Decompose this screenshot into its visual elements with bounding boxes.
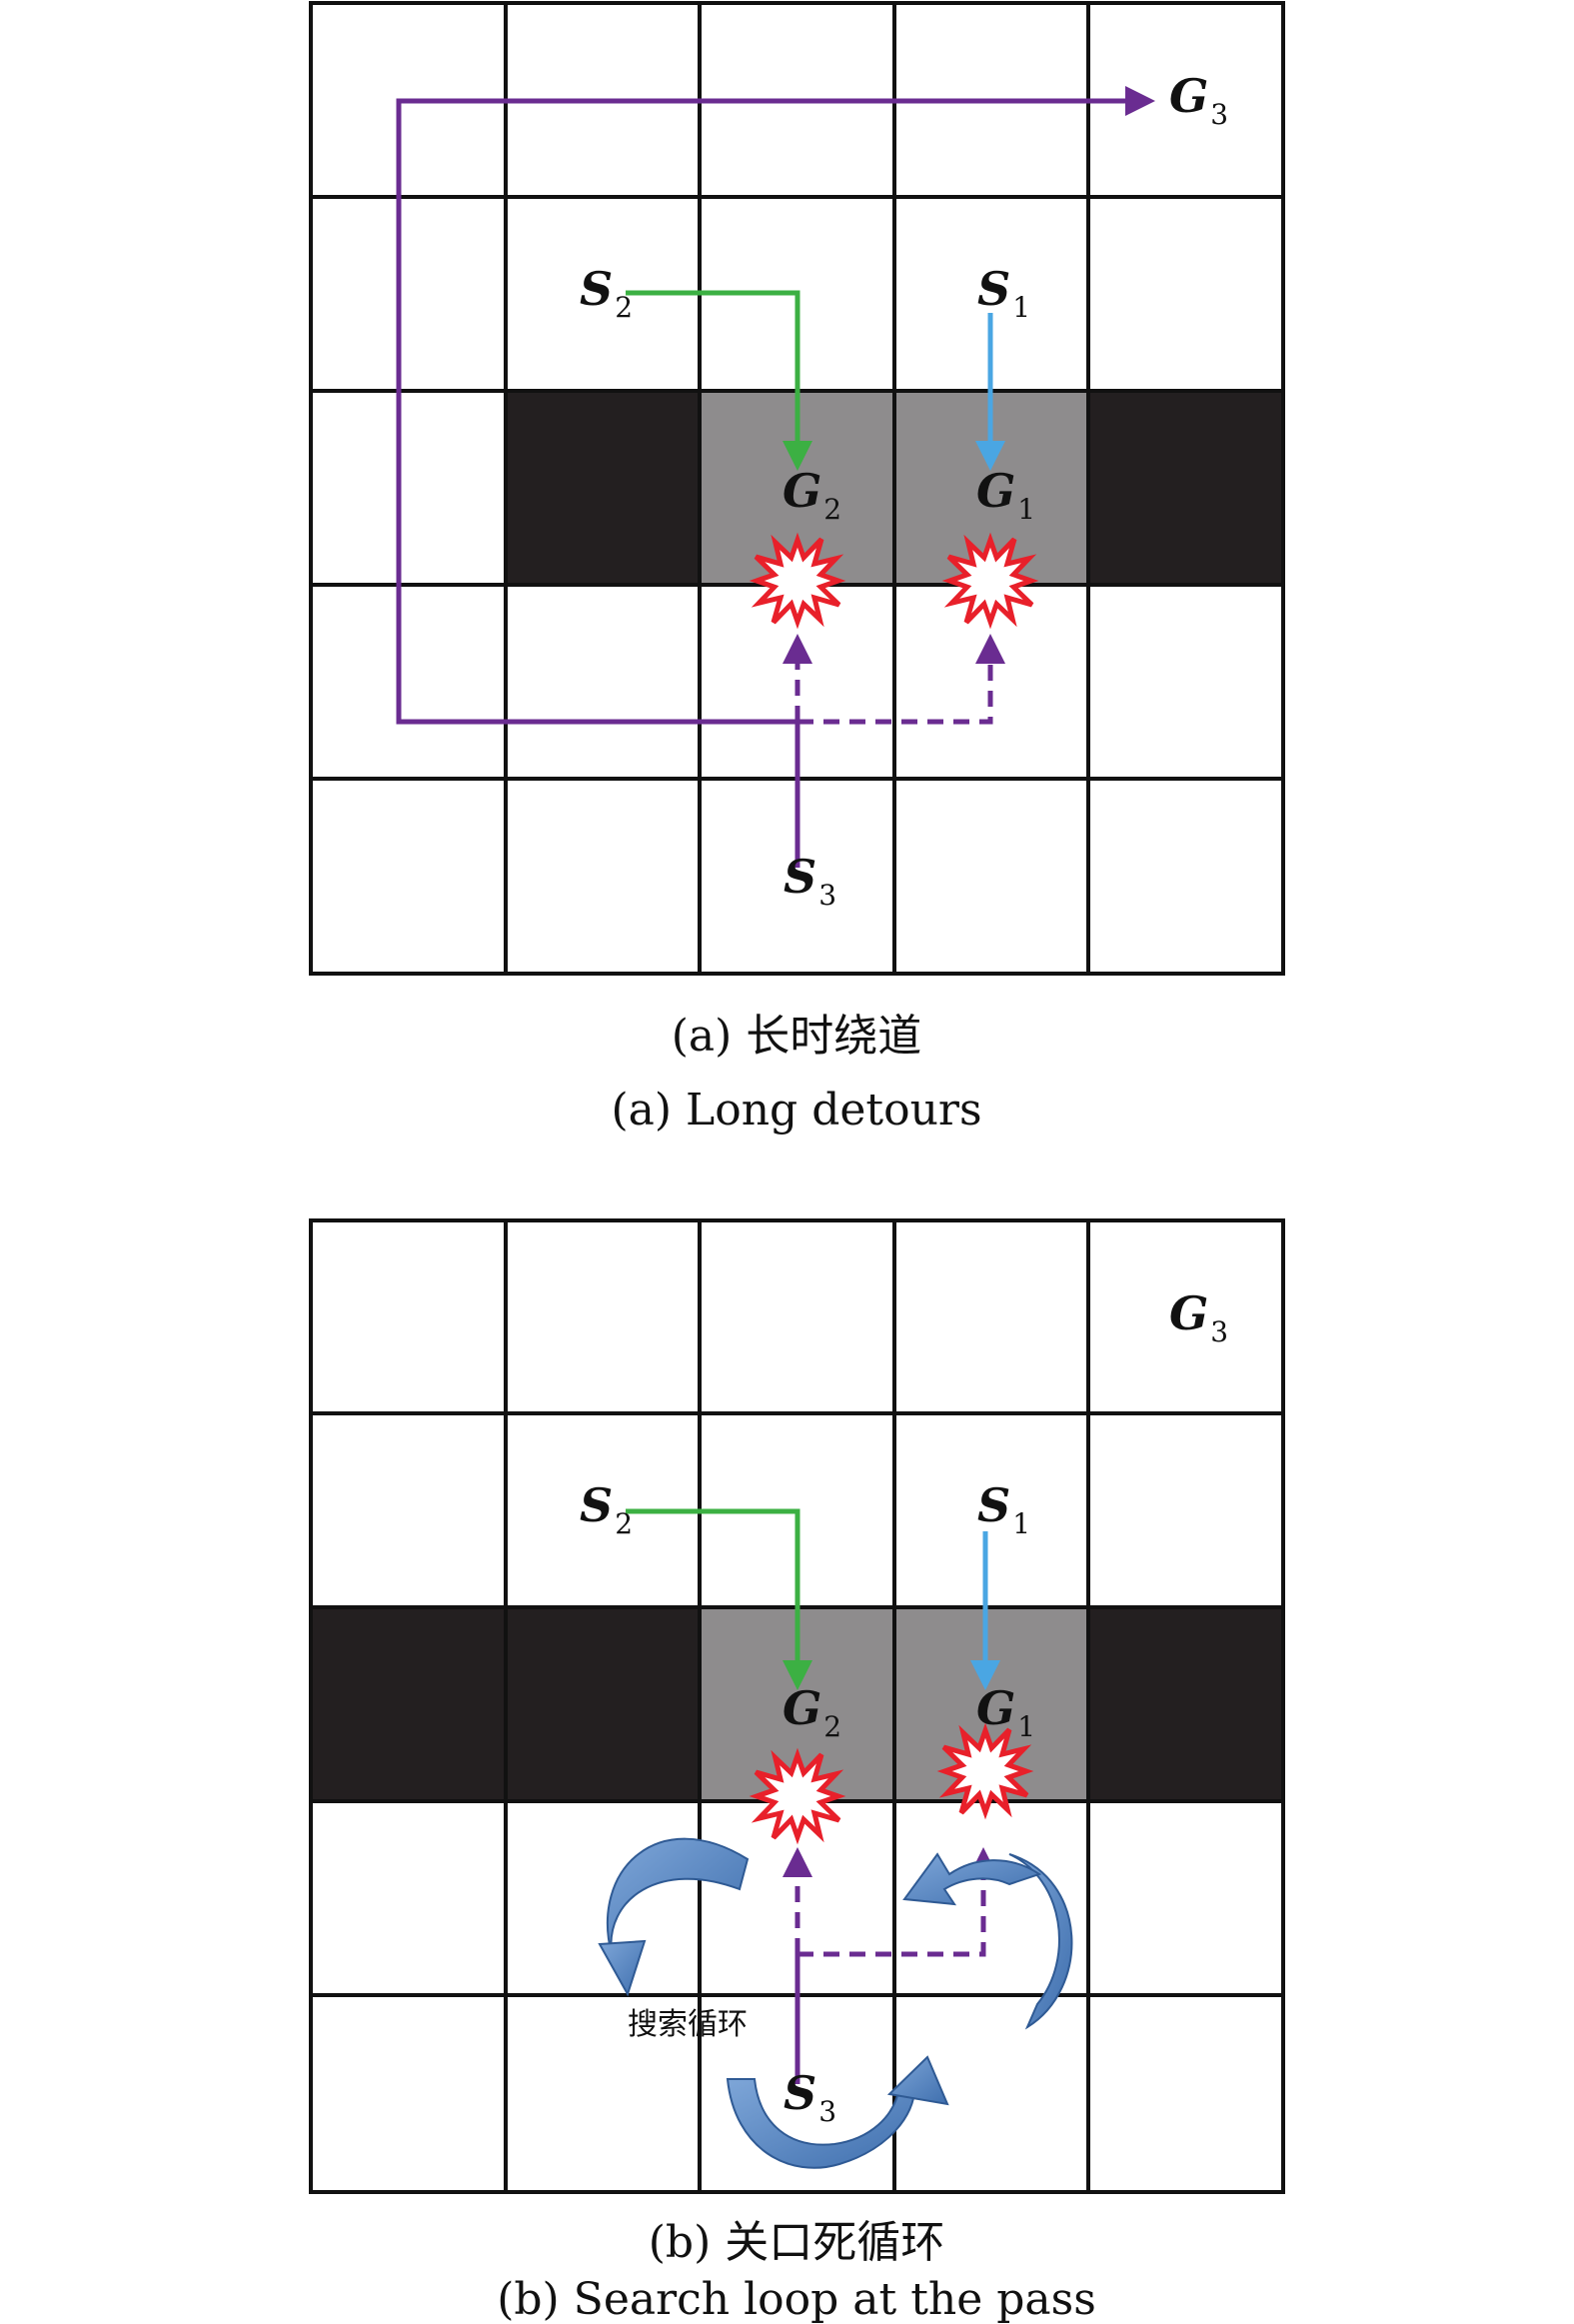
label-g2: G2 [783,464,841,526]
wall-cell [506,1607,700,1801]
agent3-dashed-path [797,634,1005,725]
label-g3: G3 [1169,1286,1228,1348]
loop-label: 搜索循环 [628,2007,748,2042]
label-s3: S3 [784,2066,836,2128]
label-g1: G1 [976,1681,1035,1743]
agent2-path [626,290,812,471]
agent3-dashed-path [797,1847,998,1957]
wall-cell [311,1607,506,1801]
caption-cn: (b) 关口死循环 [649,2217,944,2268]
agent2-path [626,1508,812,1690]
caption-cn: (a) 长时绕道 [672,1011,922,1062]
caption-en: (b) Search loop at the pass [497,2274,1096,2324]
label-g3: G3 [1169,69,1228,131]
label-s2: S2 [580,262,633,324]
wall-cell [506,391,700,585]
loop-arrow-icon [598,1837,750,1997]
collision-burst-icon [941,532,1039,630]
label-g1: G1 [976,464,1035,526]
label-s2: S2 [580,1478,633,1540]
agent3-detour-path [396,86,1155,725]
collision-burst-icon [749,532,846,630]
wall-cell [1088,391,1283,585]
caption-en: (a) Long detours [611,1085,981,1136]
label-s1: S1 [977,1478,1030,1540]
collision-burst-icon [936,1722,1034,1820]
loop-arrow-icon [726,2055,949,2169]
panel-a: G3 S2 S1 G2 G1 S3 (a) 长时绕道 (a) Long deto… [309,1,1285,1136]
label-s1: S1 [977,262,1030,324]
label-s3: S3 [784,850,836,912]
wall-cell [1088,1607,1283,1801]
panel-b: 搜索循环 G3 S2 S1 G2 G1 S3 (b) 关口死循环 (b) Sea… [309,1218,1285,2324]
collision-burst-icon [749,1747,846,1845]
loop-arrow-icon [902,1852,1073,2030]
label-g2: G2 [783,1681,841,1743]
